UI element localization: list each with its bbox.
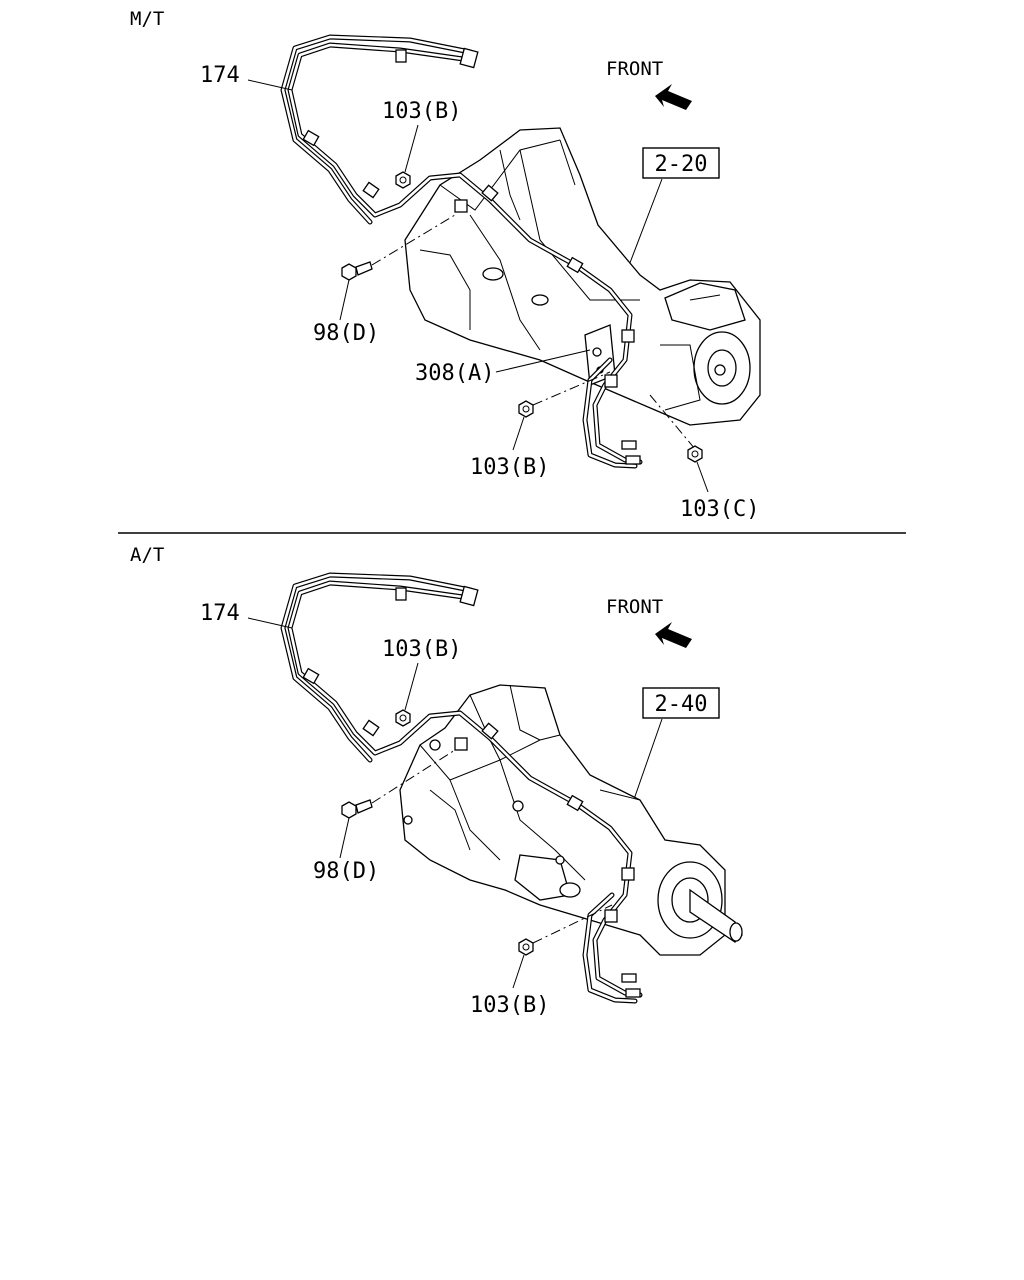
- callout-103b-top-mt: 103(B): [382, 99, 461, 124]
- leader-103b-top-mt: [404, 124, 419, 173]
- callout-98d-at: 98(D): [313, 859, 379, 884]
- section-title-at: A/T: [130, 544, 164, 566]
- leader-308a-mt: [495, 349, 591, 373]
- nut-icon: [687, 445, 703, 463]
- nut-icon: [518, 904, 613, 956]
- callout-174-mt: 174: [200, 63, 240, 88]
- callout-98d-mt: 98(D): [313, 321, 379, 346]
- callout-103b-top-at: 103(B): [382, 637, 461, 662]
- leader-103b-bottom-mt: [512, 416, 525, 451]
- section-at: A/T FRONT 2-40: [130, 544, 743, 1018]
- callout-103b-bottom-mt: 103(B): [470, 455, 549, 480]
- ref-box-at[interactable]: 2-40: [642, 687, 720, 719]
- ref-box-mt-label: 2-20: [655, 152, 708, 177]
- leader-98d-mt: [339, 279, 350, 321]
- leader-98d-at: [339, 817, 350, 859]
- pipe-assembly-mt: [280, 34, 643, 469]
- leader-ref-at: [631, 718, 663, 806]
- front-arrow-icon: [655, 84, 692, 110]
- callout-174-at: 174: [200, 601, 240, 626]
- nut-icon: [395, 171, 411, 189]
- section-mt: M/T FRONT 2-20: [130, 8, 761, 522]
- bolt-icon: [341, 749, 456, 819]
- transmission-at: [399, 684, 743, 956]
- nut-icon: [518, 371, 611, 418]
- callout-308a-mt: 308(A): [415, 361, 494, 386]
- leader-ref-mt: [627, 178, 663, 269]
- ref-box-mt[interactable]: 2-20: [642, 147, 720, 179]
- leader-174-at: [247, 617, 293, 629]
- front-label-mt: FRONT: [606, 58, 663, 80]
- nut-icon: [395, 709, 411, 727]
- front-arrow-icon: [655, 622, 692, 648]
- ref-box-at-label: 2-40: [655, 692, 708, 717]
- callout-103b-bottom-at: 103(B): [470, 993, 549, 1018]
- front-label-at: FRONT: [606, 596, 663, 618]
- bolt-icon: [341, 214, 456, 281]
- leader-103b-top-at: [404, 662, 419, 711]
- section-title-mt: M/T: [130, 8, 164, 30]
- callout-103c-mt: 103(C): [680, 497, 759, 522]
- leader-174-mt: [247, 79, 293, 91]
- leader-103b-bottom-at: [512, 954, 525, 989]
- leader-103c-mt: [696, 461, 709, 493]
- pipe-assembly-at: [280, 572, 643, 1004]
